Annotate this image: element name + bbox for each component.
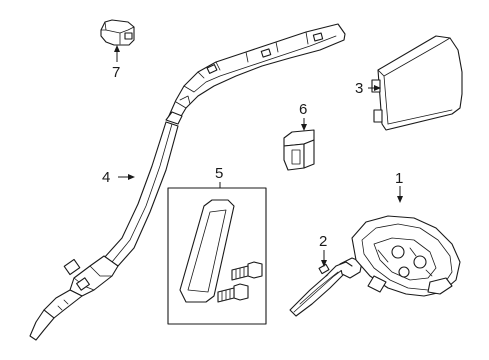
part-6-bracket: [283, 129, 315, 171]
callout-5: 5: [215, 165, 223, 188]
callout-1: 1: [395, 170, 403, 203]
callout-7-label: 7: [112, 64, 120, 81]
callout-3-label: 3: [355, 80, 363, 97]
callout-3: 3: [355, 80, 381, 97]
part-7-clip: [100, 19, 135, 46]
part-2-wire-harness: [289, 257, 363, 317]
callout-1-label: 1: [395, 170, 403, 187]
callout-7: 7: [112, 45, 120, 81]
callout-2-label: 2: [319, 233, 327, 250]
callout-4: 4: [102, 169, 135, 186]
callout-5-label: 5: [215, 165, 223, 182]
part-4-curtain-airbag: [29, 23, 346, 341]
part-3-cover-panel: [371, 35, 463, 131]
callout-6: 6: [299, 101, 307, 131]
part-1-airbag-module: [351, 215, 461, 297]
callout-2: 2: [319, 233, 327, 267]
callout-4-label: 4: [102, 169, 110, 186]
part-5-assembly-box: [167, 187, 267, 325]
callout-6-label: 6: [299, 101, 307, 118]
